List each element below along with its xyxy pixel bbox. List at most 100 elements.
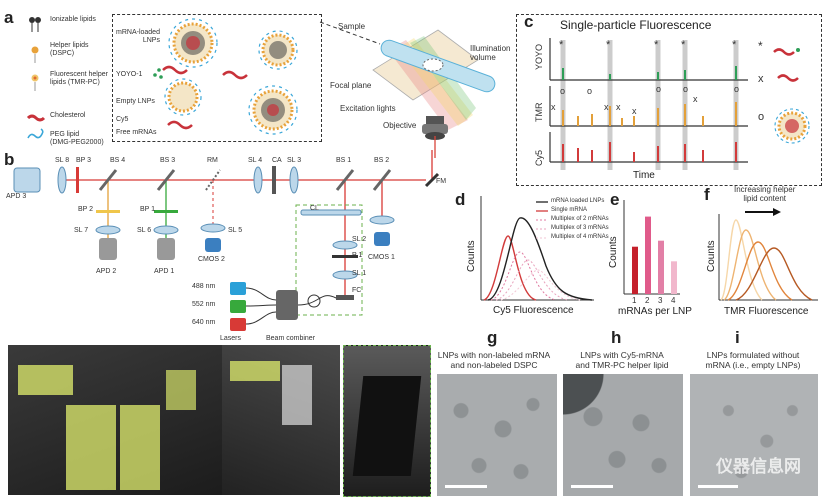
panel-e-ylabel: Counts (608, 236, 619, 268)
sample-box: mRNA-loaded LNPs YOYO-1 Empty LNPs Cy5 F… (112, 14, 322, 142)
sample-label-empty: Empty LNPs (116, 98, 155, 105)
comp-bp3: BP 3 (76, 157, 92, 164)
legend-cholesterol: Cholesterol (50, 112, 86, 119)
peg-lipid-icon (27, 128, 44, 139)
e-tick-2: 2 (645, 296, 650, 305)
channel-cy5: Cy5 (534, 149, 544, 166)
comp-bs1: BS 1 (336, 157, 352, 164)
free-mrna-3 (222, 70, 248, 80)
curve-multiplex-4 (500, 269, 581, 301)
panel-h-caption: LNPs with Cy5-mRNA and TMR-PC helper lip… (575, 350, 669, 371)
comp-apd2: APD 2 (96, 268, 117, 275)
bar-1 (632, 246, 638, 294)
scalebar-h (571, 485, 613, 488)
excitation-label: Excitation lights (340, 104, 396, 113)
bar-2 (645, 216, 651, 294)
svg-text:*: * (559, 39, 564, 51)
scalebar-g (445, 485, 487, 488)
svg-text:x: x (616, 102, 621, 112)
panel-letter-f: f (704, 185, 710, 204)
panel-i-caption: LNPs formulated without mRNA (i.e., empt… (705, 350, 801, 371)
free-mrna-2 (167, 120, 193, 130)
svg-text:o: o (587, 86, 592, 96)
single-particle-box (516, 14, 822, 186)
svg-text:o: o (560, 86, 565, 96)
helper-lipid-icon (31, 46, 39, 63)
svg-text:o: o (758, 111, 764, 123)
svg-text:*: * (606, 39, 611, 51)
lnp-illustration (153, 18, 298, 135)
laser-552: 552 nm (192, 301, 216, 308)
comp-bp2: BP 2 (78, 206, 94, 213)
comp-cmos2: CMOS 2 (198, 256, 225, 263)
d-legend-2: Multiplex of 2 mRNAs (551, 216, 609, 222)
svg-text:x: x (551, 102, 556, 112)
sample-label-mrna-lnps: mRNA-loaded LNPs (116, 29, 160, 44)
increasing-arrow-icon (745, 208, 781, 216)
cy5-histogram (480, 196, 594, 301)
comp-ca: CA (272, 157, 282, 164)
panel-letter-b: b (4, 150, 15, 169)
svg-text:x: x (632, 106, 637, 116)
comp-bp1: BP 1 (140, 206, 156, 213)
svg-text:*: * (681, 39, 686, 51)
svg-text:*: * (758, 39, 763, 53)
panel-c-xlabel: Time (633, 170, 655, 181)
highlight-apd1 (120, 405, 160, 490)
panel-letter-e: e (610, 190, 620, 209)
curve-single-mrna (483, 235, 537, 301)
comp-sl3-top: SL 3 (287, 157, 302, 164)
sample-title: Sample (338, 22, 366, 31)
svg-text:o: o (683, 84, 688, 94)
comp-sl5: SL 5 (228, 227, 243, 234)
panel-letter-a: a (4, 8, 14, 27)
sample-label-cy5: Cy5 (116, 116, 129, 123)
lasers-label: Lasers (220, 335, 242, 342)
panel-a-legend: Ionizable lipids Helper lipids (DSPC) Fl… (22, 14, 132, 146)
curve-multiplex-2 (490, 251, 557, 301)
d-legend-0: mRNA loaded LNPs (551, 198, 605, 204)
e-tick-1: 1 (632, 296, 637, 305)
legend-ionizable: Ionizable lipids (50, 16, 96, 23)
panel-c-title: Single-particle Fluorescence (560, 18, 712, 32)
panel-letter-c: c (524, 12, 534, 31)
comp-p1: P 1 (352, 252, 363, 259)
bar-3 (658, 240, 664, 294)
highlight-rm (230, 361, 280, 381)
svg-text:x: x (604, 102, 609, 112)
tem-image-h (563, 374, 683, 496)
panel-letter-g: g (487, 328, 498, 347)
setup-photo-right (343, 345, 431, 497)
panel-d-legend-lines (536, 201, 548, 239)
comp-sl1: SL 1 (352, 270, 367, 277)
setup-photo-left (8, 345, 222, 495)
e-tick-3: 3 (658, 296, 663, 305)
particle-type-icons: * x o (758, 39, 810, 144)
svg-text:o: o (734, 84, 739, 94)
channel-yoyo: YOYO (534, 43, 544, 70)
highlight-apd2 (66, 405, 116, 490)
illumination-label: Illumination volume (470, 44, 511, 62)
tem-image-i (690, 374, 818, 496)
lnp-particle-right (258, 30, 298, 70)
fluorescent-helper-lipid-icon (31, 74, 39, 91)
lnp-particle-empty-1 (164, 78, 202, 116)
curve-loaded-lnps (487, 217, 593, 301)
cylindrical-lens-photo (352, 376, 422, 476)
ionizable-lipid-icon (29, 17, 41, 32)
comp-sl6: SL 6 (137, 227, 152, 234)
comp-fc: FC (352, 287, 362, 294)
comp-cmos1: CMOS 1 (368, 254, 395, 261)
beam-combiner-label: Beam combiner (266, 335, 316, 342)
free-mrna-1 (162, 65, 188, 75)
svg-text:x: x (693, 94, 698, 104)
laser-640: 640 nm (192, 319, 216, 326)
comp-apd1: APD 1 (154, 268, 175, 275)
sample-label-free: Free mRNAs (116, 129, 157, 136)
panel-g-caption: LNPs with non-labeled mRNA and non-label… (437, 350, 551, 371)
svg-text:o: o (656, 84, 661, 94)
setup-photo-middle (222, 345, 340, 495)
optical-setup-diagram (13, 150, 440, 331)
comp-sl2: SL 2 (352, 236, 367, 243)
